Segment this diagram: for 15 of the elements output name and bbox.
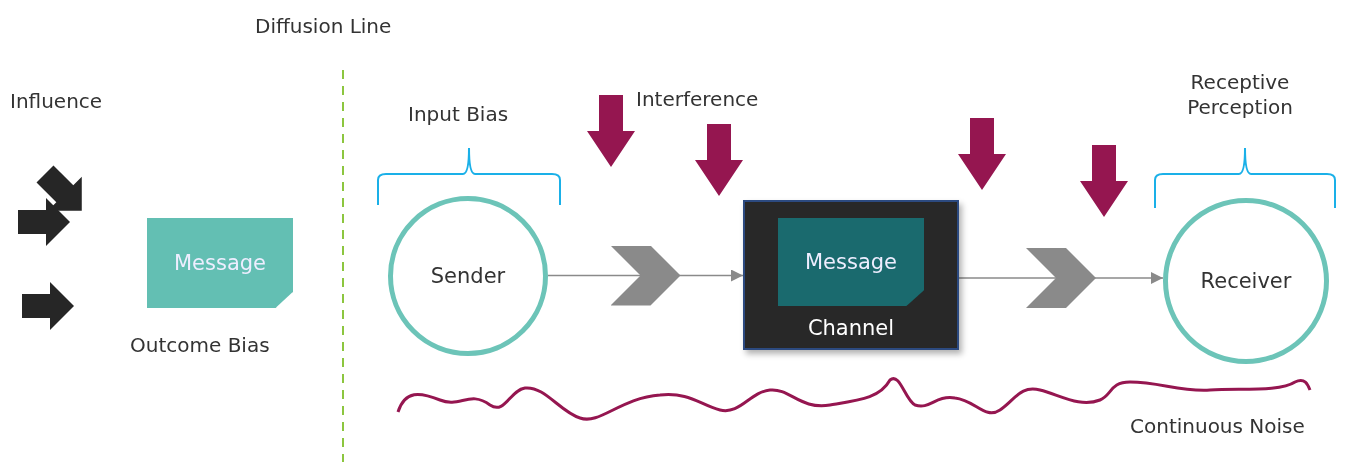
text-label: Interference (636, 87, 759, 112)
circle-node: Sender (388, 196, 548, 356)
node-caption: Input Bias (408, 102, 509, 127)
node-caption: Receptive Perception (1186, 70, 1294, 120)
channel-label: Channel (806, 316, 896, 340)
circle-node: Receiver (1163, 198, 1329, 364)
chevron-arrow (547, 246, 744, 306)
node-caption: Outcome Bias (130, 333, 270, 358)
text-label: Influence (10, 89, 103, 114)
sticky-note: Message (778, 218, 924, 306)
text-label: Diffusion Line (255, 14, 392, 39)
text-label: Continuous Noise (1130, 414, 1305, 439)
chevron-arrow (958, 248, 1164, 308)
channel-box (743, 200, 959, 350)
sticky-note: Message (147, 218, 293, 308)
